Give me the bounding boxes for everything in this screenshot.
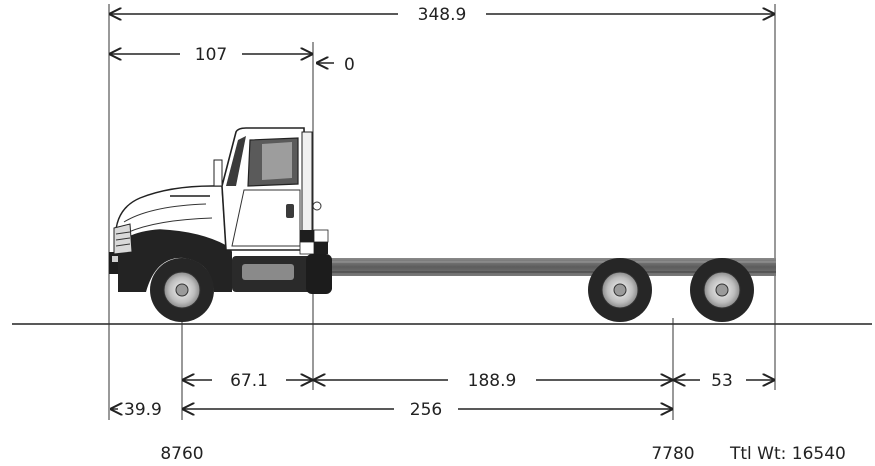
side-mirror [213,159,223,187]
extension-lines [108,4,776,420]
dim-wheelbase: 256 [182,400,673,420]
dim-back-of-cab-offset: 0 [316,55,355,75]
rear-wheel-forward [588,258,652,322]
dim-cab-to-rear-axle-label: 188.9 [468,371,517,391]
front-fender [118,226,232,292]
front-wheel [150,258,214,322]
rear-axle-weight: 7780 [651,444,694,464]
dim-cab-to-front-axle: 67.1 [182,371,313,391]
dim-bumper-to-back-of-cab: 107 [109,45,313,65]
truck-illustration [109,127,776,322]
front-axle-weight: 8760 [160,444,203,464]
dim-overall-length-label: 348.9 [418,5,467,25]
dim-rear-overhang: 53 [673,371,775,391]
dim-wheelbase-label: 256 [410,400,442,420]
dim-back-of-cab-offset-label: 0 [344,55,355,75]
door-handle [286,204,294,218]
dim-front-overhang: 39.9 [110,400,162,420]
total-weight: Ttl Wt: 16540 [729,444,846,464]
rear-wheel-aft [690,258,754,322]
dim-cab-to-front-axle-label: 67.1 [230,371,268,391]
dim-overall-length: 348.9 [109,5,775,25]
dim-bumper-to-back-of-cab-label: 107 [195,45,227,65]
dim-cab-to-rear-axle: 188.9 [313,371,673,391]
cab-windshield [226,136,246,186]
dim-rear-overhang-label: 53 [711,371,733,391]
cab-step-check [299,229,329,255]
dim-front-overhang-label: 39.9 [124,400,162,420]
